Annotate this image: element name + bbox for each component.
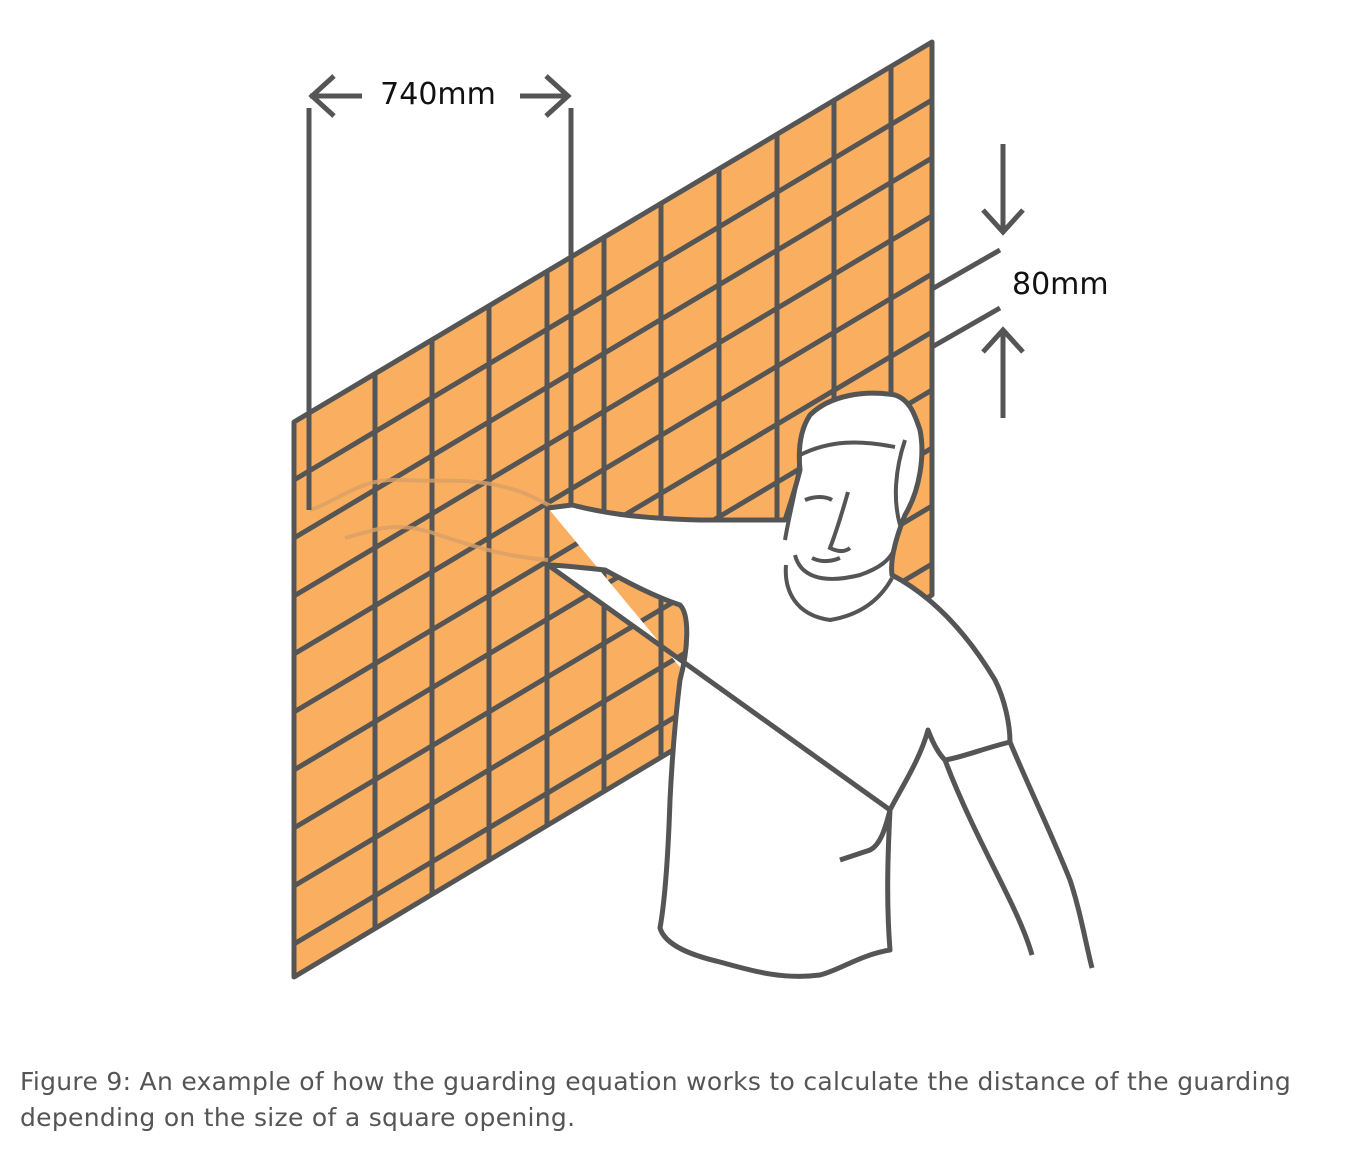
guarding-diagram: 740mm 80mm (291, 39, 1109, 980)
figure-caption: Figure 9: An example of how the guarding… (20, 1067, 1292, 1132)
mesh-horizontal-wire (292, 155, 934, 541)
ghost-arm-outline (309, 477, 561, 562)
vertical-dimension (930, 144, 1025, 418)
mesh-horizontal-wire (292, 213, 934, 599)
person-reaching-arm (545, 390, 1095, 979)
left-arrow-icon (308, 74, 362, 118)
down-arrow-icon (981, 144, 1025, 236)
right-arrow-icon (520, 74, 572, 118)
mesh-horizontal-wire (292, 97, 934, 483)
mesh-horizontal-wire (292, 271, 934, 657)
person-right-arm (942, 741, 1095, 969)
person-face (783, 439, 907, 623)
horizontal-dimension (306, 74, 574, 510)
up-arrow-icon (981, 326, 1025, 418)
wire-mesh-guard (291, 39, 935, 980)
vertical-dimension-label: 80mm (1012, 267, 1109, 302)
horizontal-dimension-label: 740mm (380, 77, 496, 112)
mesh-panel (291, 39, 935, 980)
